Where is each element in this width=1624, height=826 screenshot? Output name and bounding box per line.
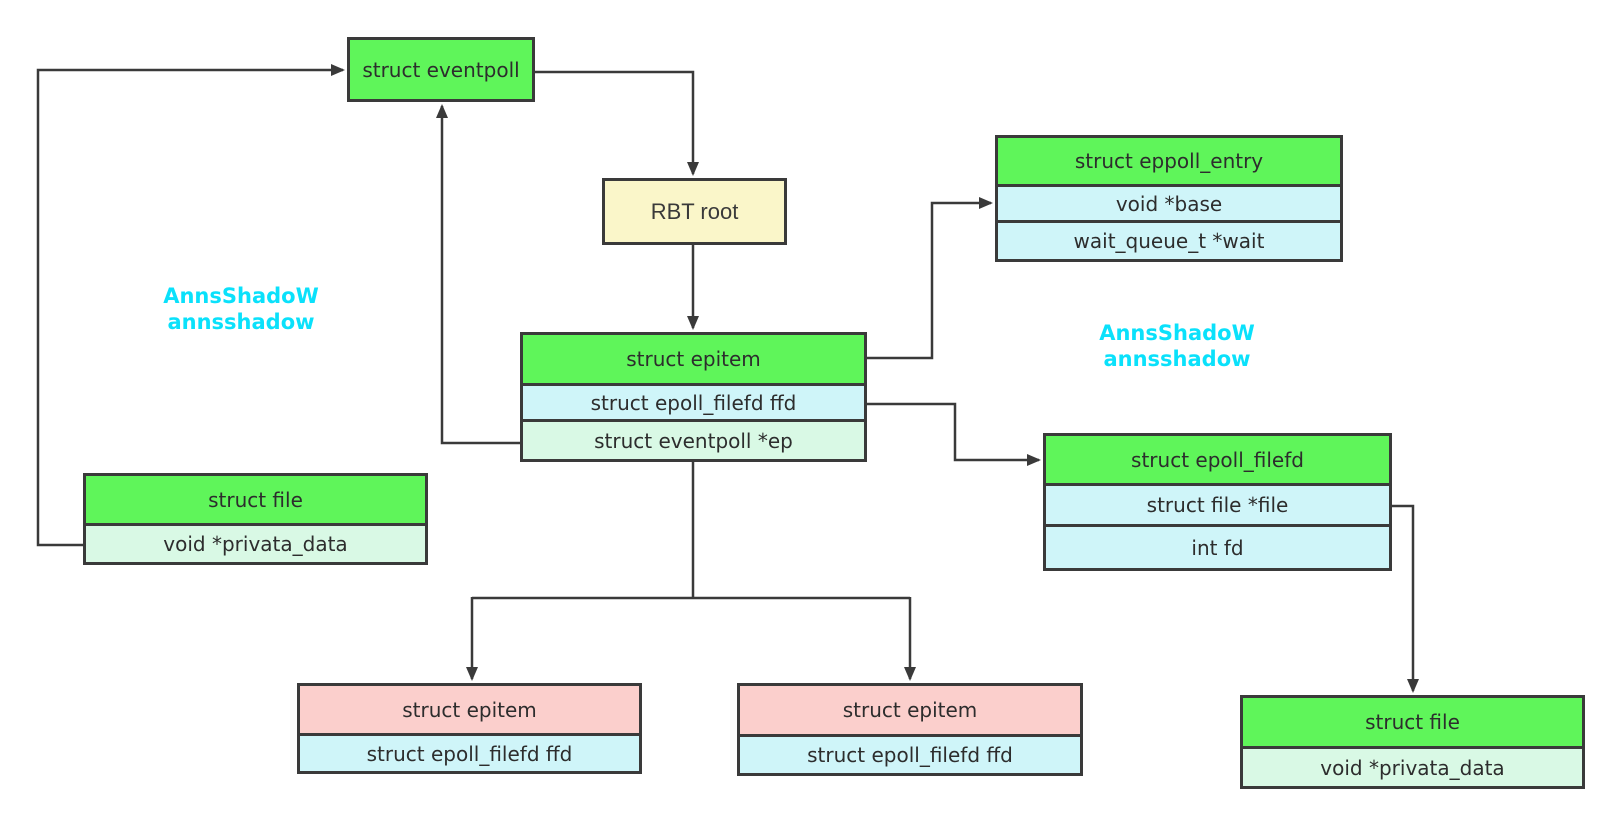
node-eppoll-entry-title: struct eppoll_entry [998,138,1340,184]
node-epitem-child-left-row-ffd: struct epoll_filefd ffd [300,733,639,771]
node-file-left-row-privatadata: void *privata_data [86,523,425,562]
watermark-left: AnnsShadoW annsshadow [163,283,319,335]
node-epitem-child-left-title: struct epitem [300,686,639,733]
node-file-bottom-title: struct file [1243,698,1582,746]
arrow-eventpoll-to-rbtroot [535,70,699,176]
node-eventpoll-title: struct eventpoll [350,40,532,99]
watermark-left-line1: AnnsShadoW [163,284,319,308]
watermark-right-line2: annsshadow [1103,347,1251,371]
watermark-right-line1: AnnsShadoW [1099,321,1255,345]
node-epitem-child-right-row-ffd: struct epoll_filefd ffd [740,734,1080,773]
node-file-bottom: struct file void *privata_data [1240,695,1585,789]
arrow-file-to-structfile [1392,504,1419,693]
node-epitem-main-row-ffd: struct epoll_filefd ffd [523,383,864,419]
node-file-bottom-row-privatadata: void *privata_data [1243,746,1582,786]
arrow-ep-to-eventpoll [436,104,520,445]
node-epitem-main-title: struct epitem [523,335,864,383]
node-epitem-child-right-title: struct epitem [740,686,1080,734]
node-epoll-filefd-row-fd: int fd [1046,524,1389,568]
node-epitem-main: struct epitem struct epoll_filefd ffd st… [520,332,867,462]
node-epoll-filefd-row-file: struct file *file [1046,483,1389,524]
arrow-privatadata-to-eventpoll [36,64,345,547]
node-epoll-filefd-title: struct epoll_filefd [1046,436,1389,483]
watermark-left-line2: annsshadow [167,310,315,334]
watermark-right: AnnsShadoW annsshadow [1099,320,1255,372]
node-file-left-title: struct file [86,476,425,523]
node-eventpoll: struct eventpoll [347,37,535,102]
node-eppoll-entry: struct eppoll_entry void *base wait_queu… [995,135,1343,262]
arrow-epitem-to-eppollentry [867,197,993,360]
node-file-left: struct file void *privata_data [83,473,428,565]
node-rbt-root-title: RBT root [605,181,784,242]
node-rbt-root: RBT root [602,178,787,245]
node-epoll-filefd: struct epoll_filefd struct file *file in… [1043,433,1392,571]
node-epitem-main-row-ep: struct eventpoll *ep [523,419,864,459]
arrow-ffd-to-epollfilefd [867,402,1041,466]
node-eppoll-entry-row-base: void *base [998,184,1340,220]
node-epitem-child-right: struct epitem struct epoll_filefd ffd [737,683,1083,776]
node-epitem-child-left: struct epitem struct epoll_filefd ffd [297,683,642,774]
node-eppoll-entry-row-wait: wait_queue_t *wait [998,220,1340,259]
